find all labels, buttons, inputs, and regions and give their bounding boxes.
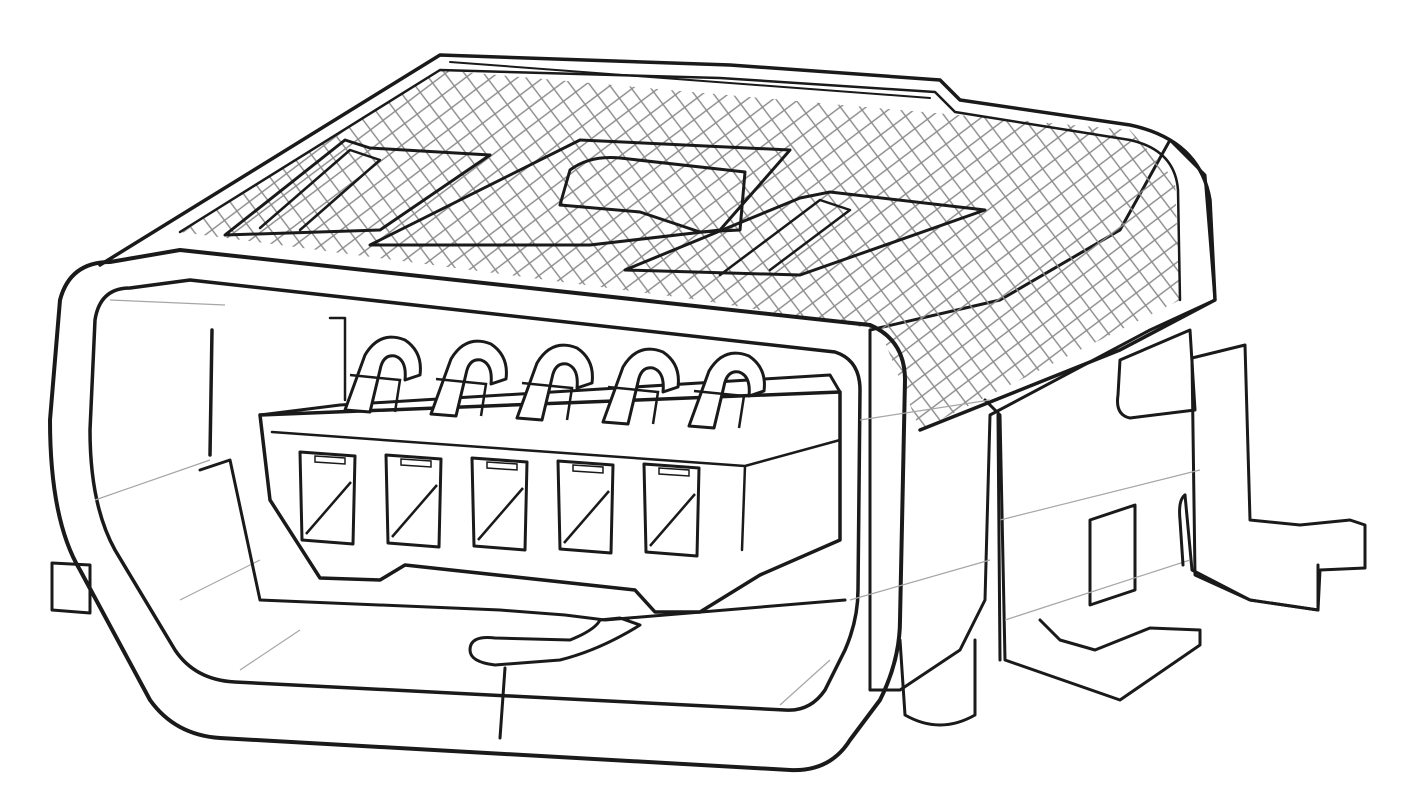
contact-pin-bevel xyxy=(521,381,574,421)
contact-pin-bevel xyxy=(693,389,746,429)
perspective-lines xyxy=(94,299,1201,706)
contact-pin-bevel xyxy=(435,377,488,417)
contact-tongue xyxy=(258,390,842,614)
contact-slot xyxy=(470,456,529,552)
shell-top-outline xyxy=(98,53,1217,432)
contact-slot xyxy=(298,450,357,546)
contact-slot-edge xyxy=(305,481,352,535)
contact-spring-pin xyxy=(429,339,508,418)
mounting-leg-middle xyxy=(1183,493,1320,612)
latch-spring-left xyxy=(258,148,382,232)
mounting-leg-slot xyxy=(1088,503,1137,607)
contact-slot xyxy=(384,453,443,549)
shell-top-hatched xyxy=(180,70,1180,430)
latch-window-right xyxy=(623,190,987,277)
rear-peg xyxy=(1116,328,1197,420)
contact-slot-marker xyxy=(572,464,604,474)
right-mounting-legs xyxy=(898,328,1367,727)
contact-slot-marker xyxy=(658,467,690,477)
contact-tongue-top xyxy=(258,373,842,417)
shell-top-inner-edge xyxy=(178,68,1182,302)
contact-spring-pin xyxy=(687,351,766,430)
contact-pin-bevel xyxy=(607,385,660,425)
shell-rear-edge xyxy=(449,61,931,99)
contact-tongue-face xyxy=(270,430,842,552)
contact-slot xyxy=(642,462,701,558)
latch-windows xyxy=(223,138,987,277)
contact-pin-bevel xyxy=(349,373,402,413)
contact-slot-marker xyxy=(314,455,346,465)
contact-slot-edge xyxy=(563,490,610,544)
floor-seam xyxy=(498,666,507,740)
contact-slot-marker xyxy=(486,461,518,471)
latch-spring-right xyxy=(718,198,852,277)
front-frame-inner xyxy=(88,278,862,712)
front-frame-outer xyxy=(48,248,907,773)
floor-notch xyxy=(468,616,642,667)
bottom-boss xyxy=(898,638,977,727)
latch-window-center xyxy=(368,138,792,247)
latch-bump-center xyxy=(558,156,747,234)
latch-window-left xyxy=(223,138,492,237)
left-inner-wall-edge xyxy=(208,328,214,457)
contact-slot-marker xyxy=(400,458,432,468)
mounting-leg-front xyxy=(983,398,1202,702)
shell-right-edge xyxy=(996,413,1002,662)
contact-spring-pin xyxy=(601,347,680,426)
contact-slot xyxy=(556,459,615,555)
contact-slot-edge xyxy=(649,493,696,547)
contact-spring-pin xyxy=(515,343,594,422)
mounting-leg-rear xyxy=(1190,343,1367,612)
contacts-group xyxy=(298,335,766,558)
left-mounting-tab xyxy=(50,561,92,615)
inner-back-wall xyxy=(328,316,347,402)
contact-slot-edge xyxy=(477,487,524,541)
contact-slot-edge xyxy=(391,484,438,538)
contact-spring-pin xyxy=(343,335,422,414)
shell-side-highlight xyxy=(1178,493,1187,567)
